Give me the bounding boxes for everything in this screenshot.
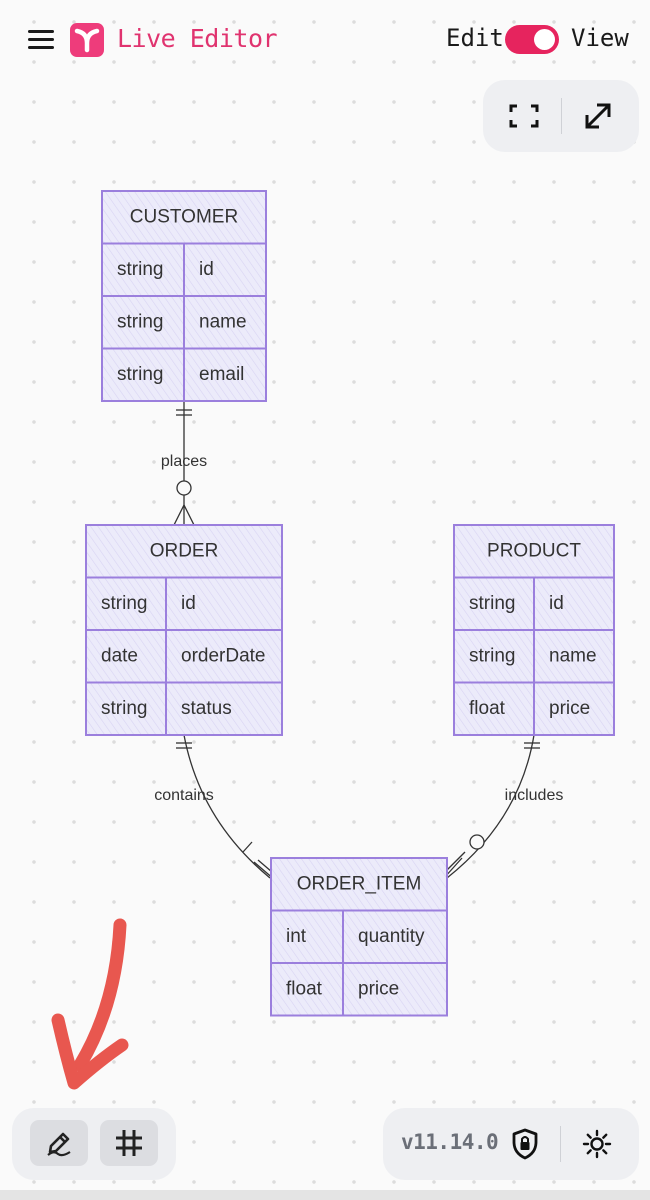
app-title: Live Editor (117, 24, 278, 53)
menu-icon (28, 30, 54, 33)
relationship-label: contains (154, 787, 214, 804)
attribute-name: id (181, 593, 196, 614)
status-toolbar: v11.14.0 (383, 1108, 639, 1180)
edit-pen-icon (47, 1132, 71, 1157)
entity-title: ORDER (150, 540, 219, 561)
attribute-name: quantity (358, 926, 425, 947)
version-label: v11.14.0 (401, 1130, 499, 1154)
toggle-knob (534, 29, 555, 50)
relationship-line: includes (446, 734, 564, 879)
relationship-line: places (161, 402, 207, 525)
mermaid-logo-icon (70, 23, 104, 57)
annotation-arrow (51, 918, 129, 1090)
attribute-name: orderDate (181, 645, 266, 666)
relationship-label: includes (505, 787, 564, 804)
entity-title: CUSTOMER (130, 206, 238, 227)
er-diagram: places contains includes CUSTOMER string id st… (85, 190, 615, 1017)
attribute-type: date (101, 645, 138, 666)
attribute-type: string (117, 311, 163, 332)
edit-view-toggle[interactable] (505, 25, 559, 54)
attribute-type: string (101, 698, 147, 719)
sun-theme-icon (582, 1129, 612, 1159)
attribute-type: string (469, 645, 515, 666)
entity-customer[interactable]: CUSTOMER string id string name string email (101, 190, 267, 402)
attribute-type: string (101, 593, 147, 614)
attribute-name: email (199, 364, 244, 385)
entity-title: PRODUCT (487, 540, 581, 561)
edit-tool-button[interactable] (30, 1120, 88, 1166)
menu-icon-bar (28, 38, 54, 41)
view-controls (483, 80, 639, 152)
entity-order[interactable]: ORDER string id date orderDate string status (85, 524, 283, 736)
attribute-type: int (286, 926, 307, 947)
view-mode-label[interactable]: View (571, 24, 629, 52)
cardinality-markers (173, 409, 540, 881)
edit-mode-label[interactable]: Edit (446, 24, 504, 52)
divider (561, 98, 562, 134)
relationship-label: places (161, 453, 207, 470)
entity-title: ORDER_ITEM (297, 873, 422, 894)
attribute-name: name (549, 645, 597, 666)
shield-lock-icon (512, 1128, 538, 1160)
grid-tool-button[interactable] (100, 1120, 158, 1166)
attribute-name: status (181, 698, 232, 719)
editor-tools (12, 1108, 176, 1180)
attribute-type: string (117, 364, 163, 385)
grid-icon (116, 1130, 142, 1156)
security-button[interactable] (505, 1124, 545, 1164)
theme-toggle-button[interactable] (577, 1124, 617, 1164)
attribute-name: name (199, 311, 247, 332)
fullscreen-icon (509, 104, 539, 128)
bottom-edge (0, 1190, 650, 1200)
attribute-type: string (469, 593, 515, 614)
relationship-line: contains (154, 734, 271, 879)
divider (560, 1126, 561, 1162)
attribute-name: price (358, 978, 399, 999)
attribute-type: float (286, 978, 323, 999)
attribute-type: string (117, 259, 163, 280)
attribute-name: price (549, 698, 590, 719)
attribute-name: id (199, 259, 214, 280)
entity-product[interactable]: PRODUCT string id string name float price (453, 524, 615, 736)
hamburger-menu-button[interactable] (22, 22, 60, 56)
attribute-name: id (549, 593, 564, 614)
menu-icon-bar (28, 46, 54, 49)
top-bar: Live Editor Edit View (0, 0, 650, 78)
fullscreen-button[interactable] (501, 96, 547, 136)
attribute-type: float (469, 698, 506, 719)
expand-icon (585, 103, 611, 129)
expand-button[interactable] (575, 96, 621, 136)
